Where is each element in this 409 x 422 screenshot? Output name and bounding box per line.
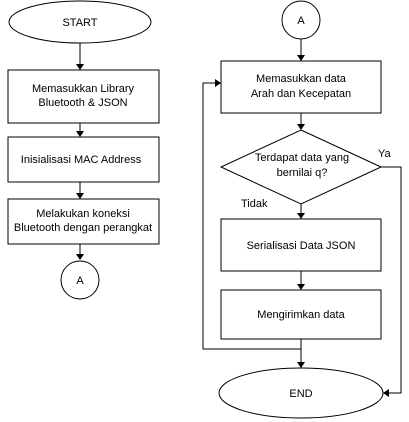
step-serialize [220, 218, 382, 272]
end-terminator [218, 367, 384, 419]
arrowhead-library-to-mac [76, 131, 84, 137]
decision-yes-label: Ya [378, 148, 392, 160]
arrow-loop-back-to-input [202, 82, 301, 350]
end-label: END [289, 388, 312, 400]
step-mac-label: Inisialisasi MAC Address [21, 154, 142, 166]
connector-a-left-label: A [76, 275, 84, 287]
step-connect-line2: Bluetooth dengan perangkat [14, 222, 152, 234]
decision-no-label: Tidak [241, 198, 268, 210]
connector-a-right-label: A [297, 15, 305, 27]
step-send [220, 289, 382, 340]
arrowhead-mac-to-connect [76, 193, 84, 199]
start-label: START [62, 17, 97, 29]
arrowhead-loop-back-to-input [215, 79, 221, 87]
decision-line1: Terdapat data yang [255, 152, 349, 164]
step-library-line2: Bluetooth & JSON [38, 97, 127, 109]
arrowhead-connect-to-connector [76, 254, 84, 260]
step-send-label: Mengirimkan data [257, 309, 345, 321]
arrowhead-input-to-decision [297, 124, 305, 130]
arrowhead-decision-yes-to-end [383, 389, 389, 397]
arrowhead-connector-to-input [297, 55, 305, 61]
step-input-line1: Memasukkan data [256, 73, 347, 85]
decision-line2: bernilai q? [277, 167, 328, 179]
arrowhead-send-to-end [297, 362, 305, 368]
arrowhead-decision-no-to-serialize [297, 213, 305, 219]
connector-a-left [60, 260, 100, 300]
step-connect [7, 198, 160, 245]
step-library [7, 69, 160, 124]
arrow-decision-yes-to-end [381, 166, 402, 394]
arrowhead-serialize-to-send [297, 284, 305, 290]
step-mac [7, 136, 160, 183]
step-input [220, 60, 382, 114]
step-connect-line1: Melakukan koneksi [36, 208, 130, 220]
step-library-line1: Memasukkan Library [32, 83, 135, 95]
arrowhead-start-to-library [76, 64, 84, 70]
step-serialize-label: Serialisasi Data JSON [247, 240, 356, 252]
step-input-line2: Arah dan Kecepatan [251, 88, 351, 100]
